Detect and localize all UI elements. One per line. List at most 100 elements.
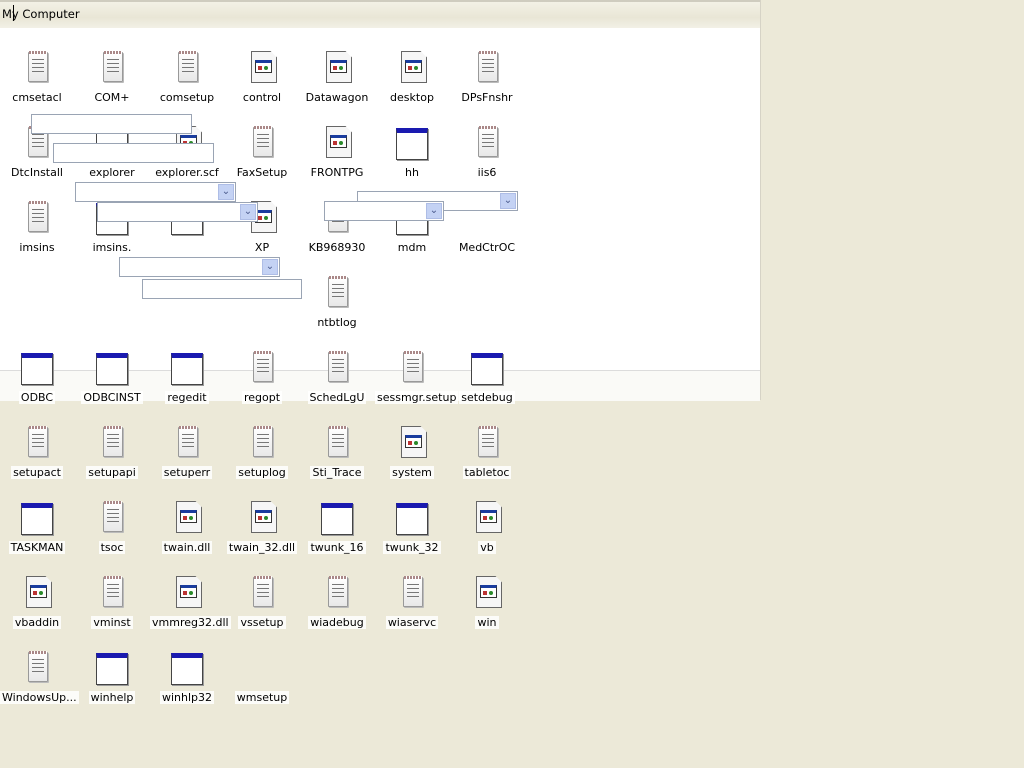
- file-icon-item[interactable]: winhelp: [75, 650, 149, 704]
- file-icon-item[interactable]: WindowsUp...: [0, 650, 79, 704]
- combo-box[interactable]: ⌄: [97, 202, 258, 222]
- text-file-icon: [320, 350, 354, 384]
- application-icon: [395, 500, 429, 535]
- file-icon-item[interactable]: ODBCINST: [75, 350, 149, 404]
- application-icon: [170, 650, 204, 685]
- file-icon-label: vbaddin: [12, 616, 62, 629]
- file-icon-label: setupapi: [86, 466, 138, 479]
- file-icon-label: ntbtlog: [315, 316, 359, 329]
- file-icon-item[interactable]: wiadebug: [300, 575, 374, 629]
- file-icon-item[interactable]: wmsetup: [225, 650, 299, 704]
- file-icon-item[interactable]: control: [225, 50, 299, 104]
- file-icon-label: setdebug: [459, 391, 515, 404]
- file-icon-item[interactable]: hh: [375, 125, 449, 179]
- file-icon-item[interactable]: TASKMAN: [0, 500, 74, 554]
- text-input[interactable]: [53, 143, 214, 163]
- application-icon: [20, 350, 54, 385]
- file-icon-item[interactable]: ntbtlog: [300, 275, 374, 329]
- file-icon-item[interactable]: setupapi: [75, 425, 149, 479]
- file-icon-label: wmsetup: [234, 691, 290, 704]
- file-icon-item[interactable]: vssetup: [225, 575, 299, 629]
- file-icon-item[interactable]: setdebug: [450, 350, 524, 404]
- program-file-icon: [170, 500, 204, 534]
- text-file-icon: [245, 575, 279, 609]
- text-input[interactable]: [31, 114, 192, 134]
- chevron-down-icon[interactable]: ⌄: [500, 193, 516, 209]
- window-title: My Computer: [2, 7, 80, 21]
- file-icon-item[interactable]: MedCtrOC: [450, 200, 524, 254]
- chevron-down-icon[interactable]: ⌄: [218, 184, 234, 200]
- file-icon-item[interactable]: SchedLgU: [300, 350, 374, 404]
- chevron-down-icon[interactable]: ⌄: [240, 204, 256, 220]
- file-icon-item[interactable]: twunk_32: [375, 500, 449, 554]
- program-file-icon: [320, 50, 354, 84]
- text-file-icon: [95, 575, 129, 609]
- file-icon-label: vb: [478, 541, 496, 554]
- file-icon-item[interactable]: twain.dll: [150, 500, 224, 554]
- file-icon-item[interactable]: sessmgr.setup: [375, 350, 459, 404]
- file-icon-item[interactable]: comsetup: [150, 50, 224, 104]
- file-icon-item[interactable]: COM+: [75, 50, 149, 104]
- file-icon-item[interactable]: wiaservc: [375, 575, 449, 629]
- file-icon-item[interactable]: system: [375, 425, 449, 479]
- file-icon-item[interactable]: twain_32.dll: [225, 500, 299, 554]
- file-icon-label: win: [475, 616, 499, 629]
- file-icon-item[interactable]: tsoc: [75, 500, 149, 554]
- file-icon-item[interactable]: cmsetacl: [0, 50, 74, 104]
- file-icon-item[interactable]: winhlp32: [150, 650, 224, 704]
- file-icon-item[interactable]: vminst: [75, 575, 149, 629]
- file-icon-item[interactable]: vbaddin: [0, 575, 74, 629]
- file-icon-item[interactable]: regedit: [150, 350, 224, 404]
- chevron-down-icon[interactable]: ⌄: [426, 203, 442, 219]
- file-icon-item[interactable]: vmmreg32.dll: [150, 575, 231, 629]
- file-icon-item[interactable]: regopt: [225, 350, 299, 404]
- file-icon-item[interactable]: DPsFnshr: [450, 50, 524, 104]
- file-icon-item[interactable]: DtcInstall: [0, 125, 74, 179]
- program-file-icon: [470, 575, 504, 609]
- combo-box[interactable]: ⌄: [324, 201, 444, 221]
- text-file-icon: [470, 50, 504, 84]
- text-file-icon: [245, 350, 279, 384]
- file-icon-item[interactable]: FaxSetup: [225, 125, 299, 179]
- text-file-icon: [95, 425, 129, 459]
- file-icon-item[interactable]: iis6: [450, 125, 524, 179]
- file-icon-label: system: [390, 466, 434, 479]
- chevron-down-icon[interactable]: ⌄: [262, 259, 278, 275]
- title-bar[interactable]: My Computer: [0, 0, 760, 28]
- file-icon-label: hh: [403, 166, 421, 179]
- file-icon-label: twain.dll: [161, 541, 213, 554]
- file-icon-label: imsins.: [90, 241, 134, 254]
- text-file-icon: [320, 425, 354, 459]
- text-file-icon: [320, 575, 354, 609]
- file-icon-item[interactable]: setuperr: [150, 425, 224, 479]
- file-icon-item[interactable]: vb: [450, 500, 524, 554]
- file-icon-label: wiadebug: [308, 616, 366, 629]
- text-file-icon: [20, 425, 54, 459]
- text-caret: [13, 5, 14, 21]
- file-icon-item[interactable]: FRONTPG: [300, 125, 374, 179]
- file-icon-item[interactable]: setuplog: [225, 425, 299, 479]
- file-icon-item[interactable]: Sti_Trace: [300, 425, 374, 479]
- file-icon-label: KB968930: [306, 241, 368, 254]
- program-file-icon: [170, 575, 204, 609]
- file-icon-label: setuplog: [236, 466, 288, 479]
- file-icon-item[interactable]: desktop: [375, 50, 449, 104]
- file-icon-item[interactable]: ODBC: [0, 350, 74, 404]
- file-icon-label: DPsFnshr: [459, 91, 515, 104]
- file-icon-item[interactable]: tabletoc: [450, 425, 524, 479]
- combo-box[interactable]: ⌄: [119, 257, 280, 277]
- file-icon-item[interactable]: imsins: [0, 200, 74, 254]
- file-icon-label: tabletoc: [462, 466, 512, 479]
- file-icon-item[interactable]: setupact: [0, 425, 74, 479]
- file-icon-item[interactable]: Datawagon: [300, 50, 374, 104]
- text-input[interactable]: [142, 279, 302, 299]
- application-icon: [170, 350, 204, 385]
- program-file-icon: [245, 500, 279, 534]
- file-icon-label: COM+: [92, 91, 132, 104]
- text-file-icon: [395, 575, 429, 609]
- combo-box[interactable]: ⌄: [75, 182, 236, 202]
- file-icon-label: explorer.scf: [153, 166, 221, 179]
- file-icon-item[interactable]: twunk_16: [300, 500, 374, 554]
- file-icon-label: ODBC: [18, 391, 56, 404]
- file-icon-item[interactable]: win: [450, 575, 524, 629]
